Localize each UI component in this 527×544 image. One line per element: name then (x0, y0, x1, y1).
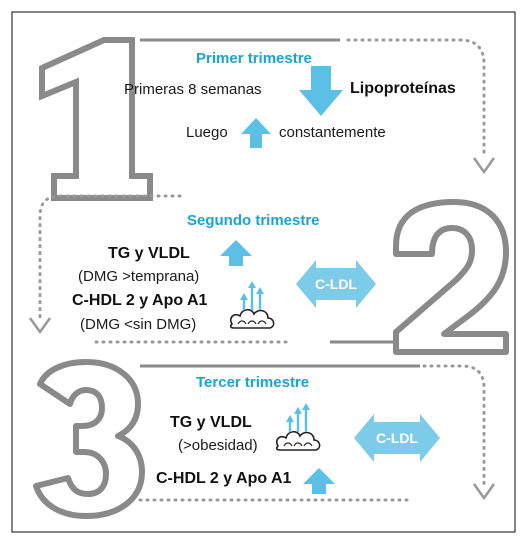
cloud-rising-arrows-icon (229, 281, 275, 329)
section3-badge-label: C-LDL (376, 430, 418, 446)
dotted-arrow-down-icon (472, 157, 496, 175)
section2-badge-label: C-LDL (315, 276, 357, 292)
dotted-connector-2 (38, 194, 182, 320)
arrow-up-icon (303, 468, 335, 494)
dotted-connector-1 (346, 38, 486, 160)
section1-constante-text: constantemente (279, 124, 386, 141)
arrow-down-icon (299, 66, 343, 116)
section3-tg-note: (>obesidad) (178, 437, 258, 454)
section3-heading: Tercer trimestre (196, 374, 310, 391)
section3-tg-text: TG y VLDL (170, 414, 252, 431)
cloud-rising-arrows-icon (275, 403, 321, 451)
figure-frame (11, 11, 516, 533)
section2-hdl-note: (DMG <sin DMG) (80, 316, 197, 333)
arrow-up-icon (241, 118, 271, 148)
arrow-up-icon (220, 240, 252, 266)
dotted-connector-3 (422, 364, 486, 486)
double-arrow-badge-icon (296, 260, 376, 308)
section1-weeks-text: Primeras 8 semanas (124, 81, 262, 98)
section1-luego-text: Luego (186, 124, 228, 141)
number-3-outline (33, 359, 145, 519)
section2-hdl-text: C-HDL 2 y Apo A1 (72, 292, 208, 309)
section2-tg-note: (DMG >temprana) (78, 268, 200, 285)
section3-hdl-text: C-HDL 2 y Apo A1 (156, 470, 292, 487)
number-2-outline (393, 199, 509, 355)
section1-heading: Primer trimestre (196, 50, 312, 67)
dotted-arrow-down-icon (472, 483, 496, 501)
dotted-arrow-down-icon (28, 317, 52, 335)
section1-lipo-text: Lipoproteínas (350, 80, 456, 97)
section2-tg-text: TG y VLDL (108, 245, 190, 262)
double-arrow-badge-icon (354, 414, 440, 462)
number-1-outline (39, 37, 153, 201)
section2-heading: Segundo trimestre (187, 212, 320, 229)
